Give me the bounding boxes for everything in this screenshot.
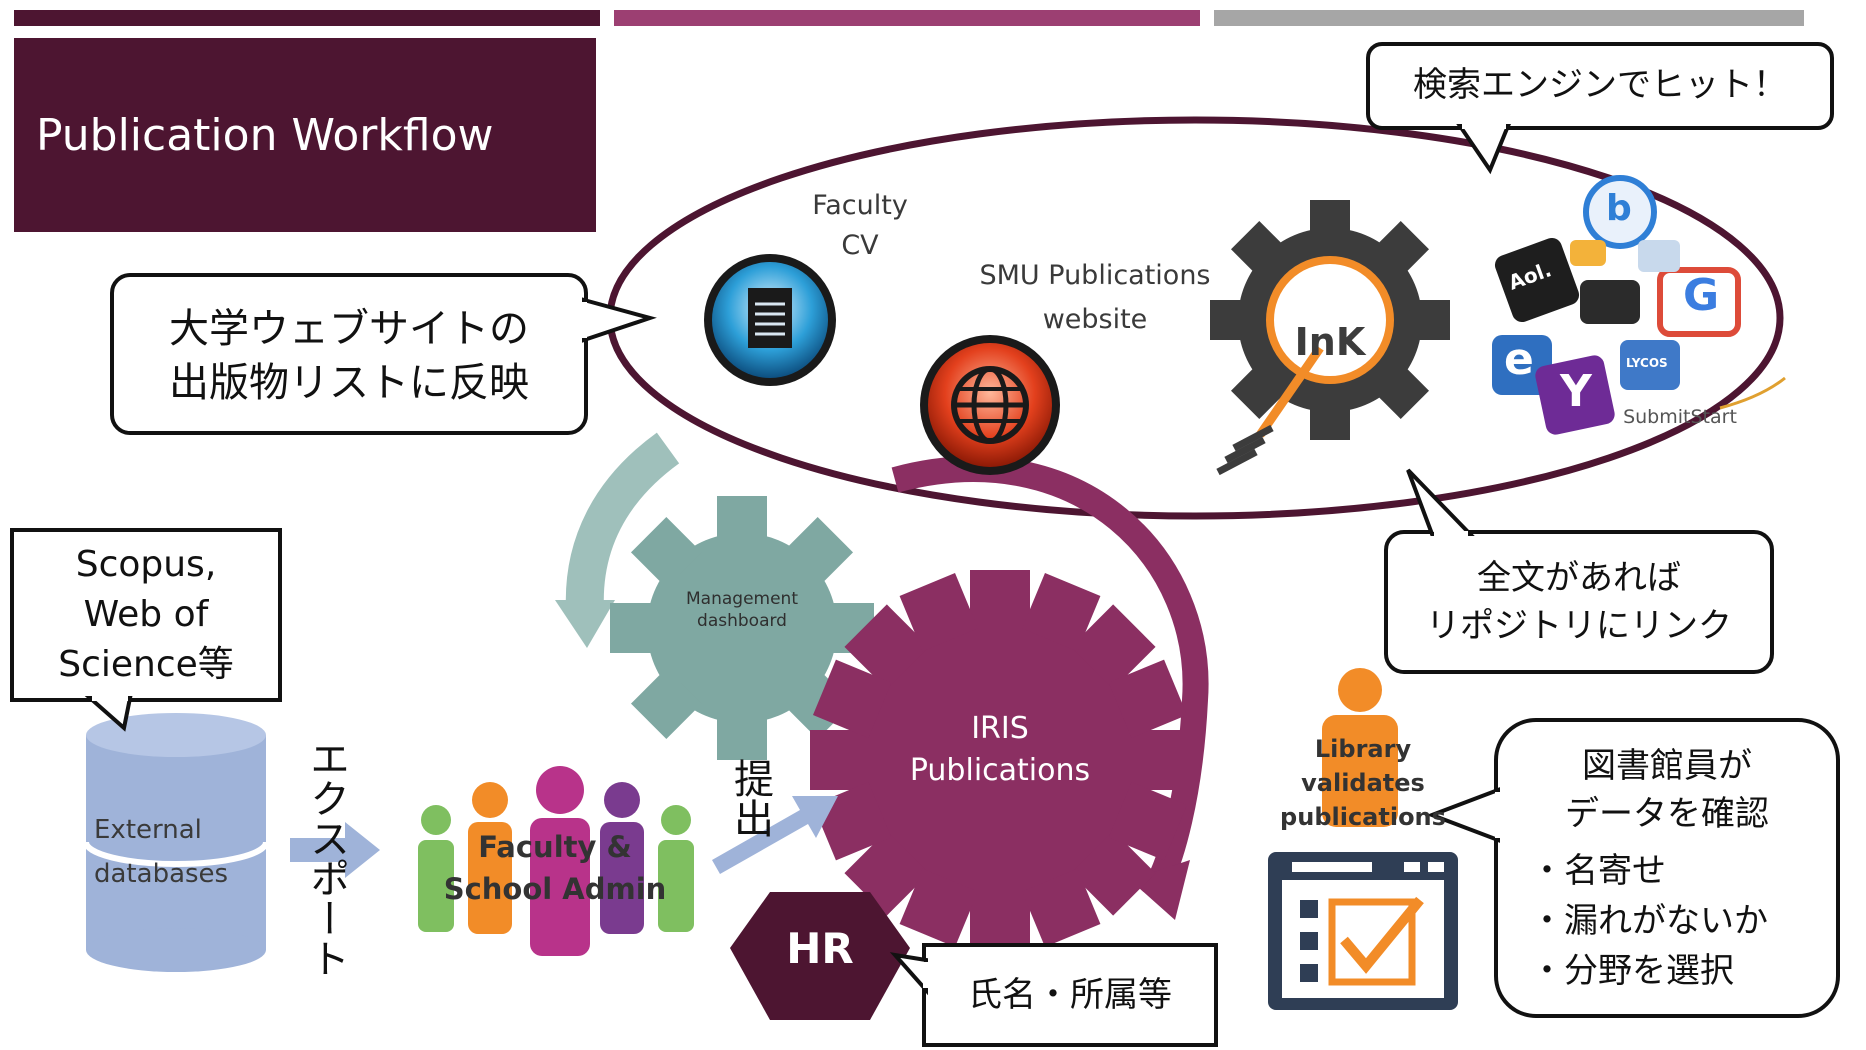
google-logo xyxy=(1657,267,1741,337)
submit-arrow xyxy=(712,796,838,874)
submitstart-label: SubmitStart xyxy=(1623,406,1737,428)
callout-librarian-shape xyxy=(1426,718,1840,1018)
top-bar-gray xyxy=(1214,10,1804,26)
callout-fulltext: 全文があれば リポジトリにリンク xyxy=(1426,558,1732,646)
yahoo-logo-text: Y xyxy=(1560,366,1592,417)
faculty-people-icon xyxy=(418,766,694,956)
librarian-check-item: ・分野を選択 xyxy=(1530,951,1734,991)
top-bar-plum xyxy=(614,10,1200,26)
faculty-cv-icon xyxy=(704,254,836,386)
ink-label: InK xyxy=(1294,320,1366,364)
callout-search-hit: 検索エンジンでヒット！ xyxy=(1413,65,1787,105)
faculty-cv-label: Faculty CV xyxy=(812,190,908,261)
callout-search-hit-shape xyxy=(1366,42,1834,175)
callout-hr-fields-shape xyxy=(889,943,1218,1047)
submit-arrow-label: 提出 xyxy=(727,758,773,838)
export-arrow-label: エクスポート xyxy=(303,738,349,978)
ie-logo-text: e xyxy=(1504,334,1534,385)
iris-gear xyxy=(810,570,1190,950)
teal-curved-arrow xyxy=(565,432,680,611)
lycos-logo xyxy=(1620,340,1680,390)
library-validates-label: Library validates publications xyxy=(1280,735,1446,831)
bing-logo xyxy=(1583,175,1657,249)
title-box xyxy=(14,38,596,232)
search-engine-logos xyxy=(1492,175,1786,435)
callout-university-list-shape xyxy=(110,273,657,435)
iris-publications-label: IRIS Publications xyxy=(909,711,1091,788)
top-bar-maroon xyxy=(14,10,600,26)
librarian-checks-list: ・名寄せ ・漏れがないか ・分野を選択 xyxy=(1530,846,1830,996)
faculty-admin-label: Faculty & School Admin xyxy=(443,830,667,906)
callout-sources: Scopus, Web of Science等 xyxy=(58,544,234,685)
callout-sources-shape xyxy=(10,528,282,732)
management-dashboard-label: Management dashboard xyxy=(686,589,798,631)
bing-logo-text: b xyxy=(1606,188,1632,229)
librarian-check-item: ・漏れがないか xyxy=(1530,901,1768,941)
plum-curved-arrow xyxy=(891,456,1209,886)
librarian-check-item: ・名寄せ xyxy=(1530,851,1666,891)
external-databases-cylinder xyxy=(83,713,269,972)
callout-fulltext-shape xyxy=(1384,468,1774,674)
callout-university-list: 大学ウェブサイトの 出版物リストに反映 xyxy=(169,306,529,406)
smu-site-label: SMU Publications website xyxy=(979,260,1211,335)
export-arrow xyxy=(290,822,380,878)
page-title: Publication Workflow xyxy=(36,110,494,161)
globe-icon xyxy=(920,335,1060,475)
google-logo-text: G xyxy=(1683,270,1720,321)
lycos-logo-text: LYCOS xyxy=(1626,356,1668,370)
aol-logo xyxy=(1494,237,1580,323)
ink-gear xyxy=(1210,200,1450,476)
yahoo-logo xyxy=(1535,355,1615,435)
callout-hr-fields: 氏名・所属等 xyxy=(968,975,1172,1015)
external-databases-label: External databases xyxy=(94,815,229,889)
hr-hexagon xyxy=(730,892,910,1020)
hr-label: HR xyxy=(786,924,854,973)
library-person-icon xyxy=(1322,668,1398,827)
teal-arrowhead xyxy=(555,600,615,648)
callout-librarian: 図書館員が データを確認 xyxy=(1565,746,1769,834)
checklist-icon xyxy=(1268,852,1458,1010)
